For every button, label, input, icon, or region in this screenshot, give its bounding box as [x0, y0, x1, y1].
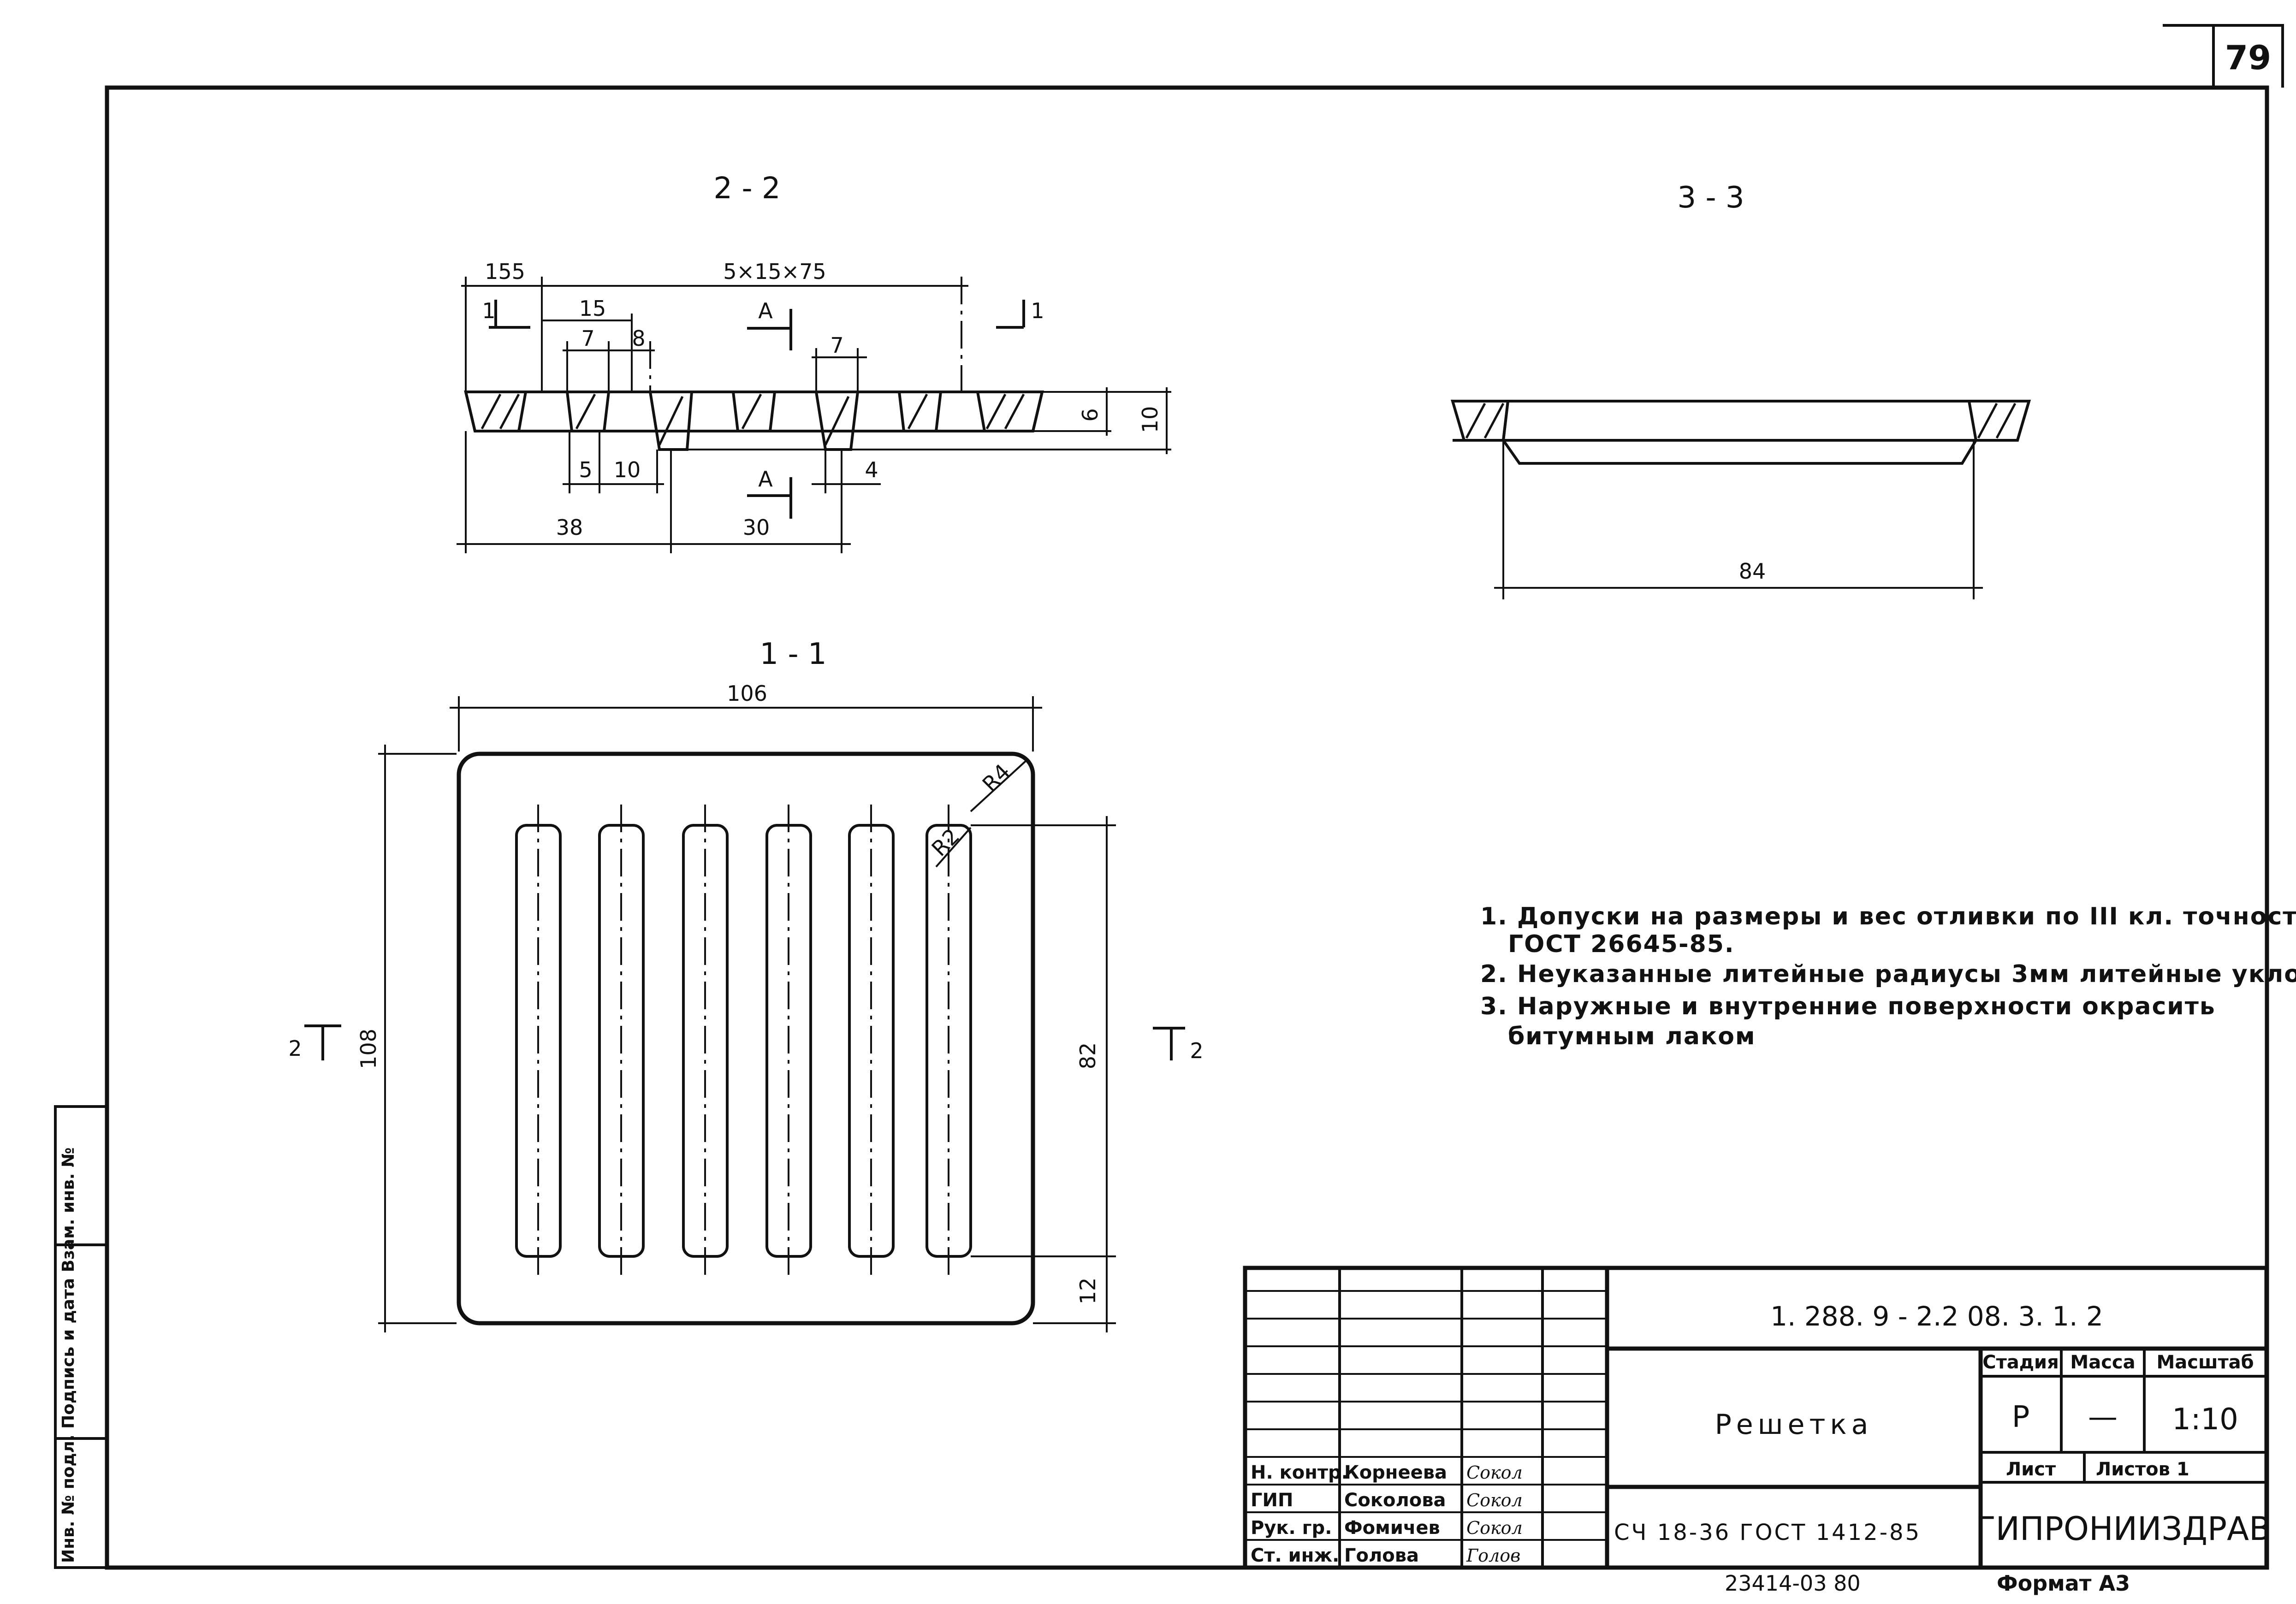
- dim-6: 6: [1078, 408, 1103, 421]
- cut-a-bottom: A: [758, 467, 773, 491]
- dim-4: 4: [865, 457, 878, 482]
- dim-7a: 7: [581, 326, 594, 351]
- dim-12: 12: [1075, 1278, 1100, 1305]
- dim-10-height: 10: [1138, 406, 1163, 433]
- signature-2: Сокол: [1466, 1490, 1523, 1510]
- note-line-1: 1. Допуски на размеры и вес отливки по I…: [1480, 903, 2296, 930]
- signature-1: Сокол: [1466, 1462, 1523, 1483]
- dim-84: 84: [1739, 559, 1766, 584]
- side-stamp: Инв. № подл. Подпись и дата Взам. инв. №: [54, 1105, 108, 1569]
- cut-1-right: 1: [1031, 298, 1044, 323]
- name-golova: Голова: [1344, 1545, 1419, 1566]
- part-name: Решетка: [1715, 1409, 1873, 1441]
- note-line-4: 3. Наружные и внутренние поверхности окр…: [1480, 993, 2216, 1020]
- role-ruk-gr: Рук. гр.: [1251, 1517, 1332, 1539]
- mass-value: —: [2088, 1400, 2118, 1434]
- organization-name: ГИПРОНИИЗДРАВ: [1976, 1510, 2271, 1548]
- note-line-2: ГОСТ 26645-85.: [1508, 930, 1735, 958]
- dim-108: 108: [356, 1029, 381, 1069]
- footer-archive-number: 23414-03 80: [1725, 1571, 1861, 1596]
- sheet-number-box: [2163, 24, 2215, 88]
- stage-value: Р: [2012, 1400, 2030, 1434]
- signature-4: Голов: [1466, 1545, 1520, 1566]
- dim-106: 106: [727, 681, 767, 706]
- name-korneeva: Корнеева: [1344, 1462, 1447, 1483]
- title-block: Н. контр. Корнеева Сокол ГИП Соколова Со…: [1243, 1266, 2271, 1596]
- section-3-3-title: 3 - 3: [1677, 181, 1744, 215]
- section-3-3: 3 - 3 84: [1450, 181, 2031, 599]
- section-2-2-title: 2 - 2: [713, 172, 780, 206]
- grate-slots: [515, 805, 972, 1277]
- sheet-label: Лист: [2006, 1459, 2056, 1480]
- cut-2-left: 2: [288, 1036, 302, 1061]
- role-gip: ГИП: [1251, 1490, 1293, 1511]
- stage-label: Стадия: [1982, 1352, 2059, 1373]
- cut-a-top: A: [758, 298, 773, 323]
- role-n-kontr: Н. контр.: [1251, 1462, 1348, 1483]
- footer-format: Формат А3: [1997, 1571, 2130, 1596]
- grate-plate-outline: [457, 752, 1035, 1326]
- scale-label: Масштаб: [2156, 1352, 2254, 1373]
- sheet-frame: [105, 85, 2269, 1570]
- dim-30: 30: [743, 515, 770, 540]
- notes: 1. Допуски на размеры и вес отливки по I…: [1480, 903, 2296, 1050]
- dim-15: 15: [579, 296, 606, 321]
- dim-10: 10: [614, 457, 641, 482]
- radius-r2: R2: [927, 823, 964, 861]
- document-code: 1. 288. 9 - 2.2 08. 3. 1. 2: [1770, 1301, 2103, 1332]
- name-fomichev: Фомичев: [1344, 1517, 1440, 1539]
- dim-5x15x75: 5×15×75: [723, 259, 826, 284]
- note-line-3: 2. Неуказанные литейные радиусы 3мм лите…: [1480, 960, 2296, 988]
- section-1-1: 1 - 1 106 108 82: [288, 637, 1204, 1332]
- note-line-5: битумным лаком: [1508, 1023, 1756, 1050]
- cut-1-left: 1: [482, 298, 495, 323]
- scale-value: 1:10: [2172, 1403, 2238, 1437]
- dim-82: 82: [1075, 1042, 1100, 1070]
- section-2-2: 2 - 2 155 5×15×75: [457, 172, 1171, 553]
- sheets-label: Листов 1: [2096, 1459, 2189, 1480]
- radius-r4: R4: [978, 759, 1015, 796]
- signature-3: Сокол: [1466, 1518, 1523, 1538]
- sheet-number: 79: [2225, 38, 2271, 77]
- dim-155: 155: [485, 259, 525, 284]
- rib-hatching: [464, 391, 1044, 451]
- name-sokolova: Соколова: [1344, 1490, 1446, 1511]
- mass-label: Масса: [2070, 1352, 2135, 1373]
- material-spec: СЧ 18-36 ГОСТ 1412-85: [1614, 1520, 1921, 1545]
- dim-7b: 7: [830, 333, 843, 358]
- dim-5: 5: [579, 457, 592, 482]
- dim-8: 8: [632, 326, 645, 351]
- grate-profile: [464, 391, 1044, 432]
- role-st-inzh: Ст. инж.: [1251, 1545, 1339, 1566]
- section-1-1-title: 1 - 1: [759, 637, 826, 671]
- dim-38: 38: [556, 515, 583, 540]
- side-stamp-text: Инв. № подл. Подпись и дата Взам. инв. №: [59, 1148, 78, 1563]
- cut-2-right: 2: [1190, 1038, 1203, 1063]
